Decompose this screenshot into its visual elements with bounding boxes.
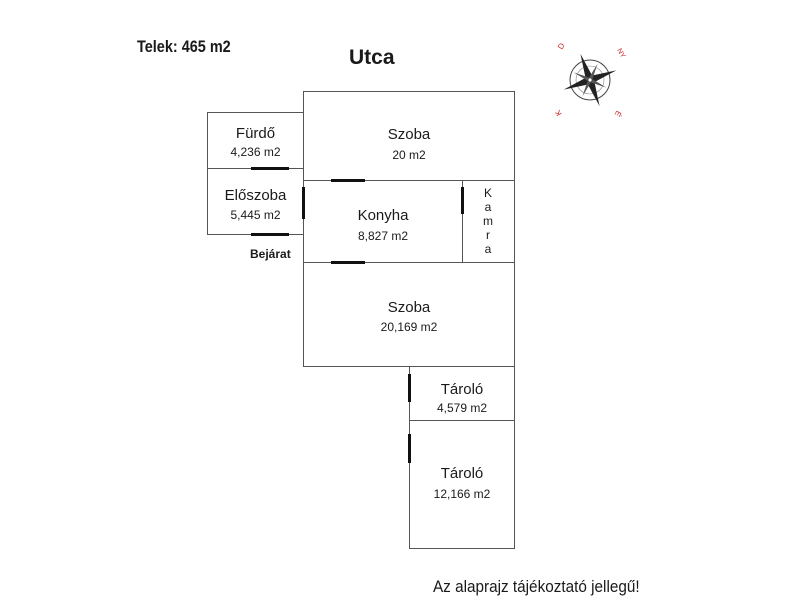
pantry-letter: a xyxy=(484,242,493,256)
plot-area-label: Telek: 465 m2 xyxy=(137,37,231,56)
pantry-letter: m xyxy=(483,214,494,228)
compass-east-label: K xyxy=(553,108,564,118)
door-bedroom-2 xyxy=(331,261,365,264)
room-area: 20,169 m2 xyxy=(380,320,438,334)
compass-south-label: D xyxy=(556,41,567,51)
room-storage-2: Tároló 12,166 m2 xyxy=(409,420,515,549)
room-area: 4,236 m2 xyxy=(230,145,281,159)
compass-north-label: É xyxy=(613,109,623,118)
room-name: Tároló xyxy=(440,381,484,398)
room-name: Szoba xyxy=(387,299,431,316)
room-bedroom-1: Szoba 20 m2 xyxy=(303,91,515,181)
door-pantry xyxy=(461,187,464,214)
door-bedroom-1 xyxy=(331,179,365,182)
door-bathroom xyxy=(251,167,289,170)
room-name: Fürdő xyxy=(235,125,276,142)
disclaimer-text: Az alaprajz tájékoztató jellegű! xyxy=(433,577,640,596)
room-name: Szoba xyxy=(387,126,431,143)
room-hallway: Előszoba 5,445 m2 xyxy=(207,168,304,235)
door-storage-1 xyxy=(408,374,411,402)
door-storage-2 xyxy=(408,434,411,463)
room-area: 5,445 m2 xyxy=(230,208,281,222)
room-name: Konyha xyxy=(357,207,409,224)
pantry-letter: r xyxy=(486,228,491,242)
room-area: 4,579 m2 xyxy=(436,401,488,415)
door-entrance xyxy=(251,233,289,236)
street-label: Utca xyxy=(349,46,395,69)
entrance-label: Bejárat xyxy=(250,247,291,261)
room-area: 20 m2 xyxy=(392,148,426,162)
room-kitchen: Konyha 8,827 m2 xyxy=(303,180,463,263)
room-bathroom: Fürdő 4,236 m2 xyxy=(207,112,304,169)
room-area: 8,827 m2 xyxy=(357,229,409,243)
room-name: Előszoba xyxy=(224,187,287,204)
room-storage-1: Tároló 4,579 m2 xyxy=(409,366,515,421)
room-area: 12,166 m2 xyxy=(433,487,491,501)
compass-rose-icon: D NY K É xyxy=(553,41,626,118)
pantry-letter: K xyxy=(483,186,493,200)
room-pantry-label: K a m r a xyxy=(462,180,515,262)
pantry-letter: a xyxy=(484,200,493,214)
door-kitchen-hallway xyxy=(302,187,305,219)
room-name: Tároló xyxy=(440,465,484,482)
compass-west-label: NY xyxy=(615,48,626,60)
room-bedroom-2: Szoba 20,169 m2 xyxy=(303,262,515,367)
